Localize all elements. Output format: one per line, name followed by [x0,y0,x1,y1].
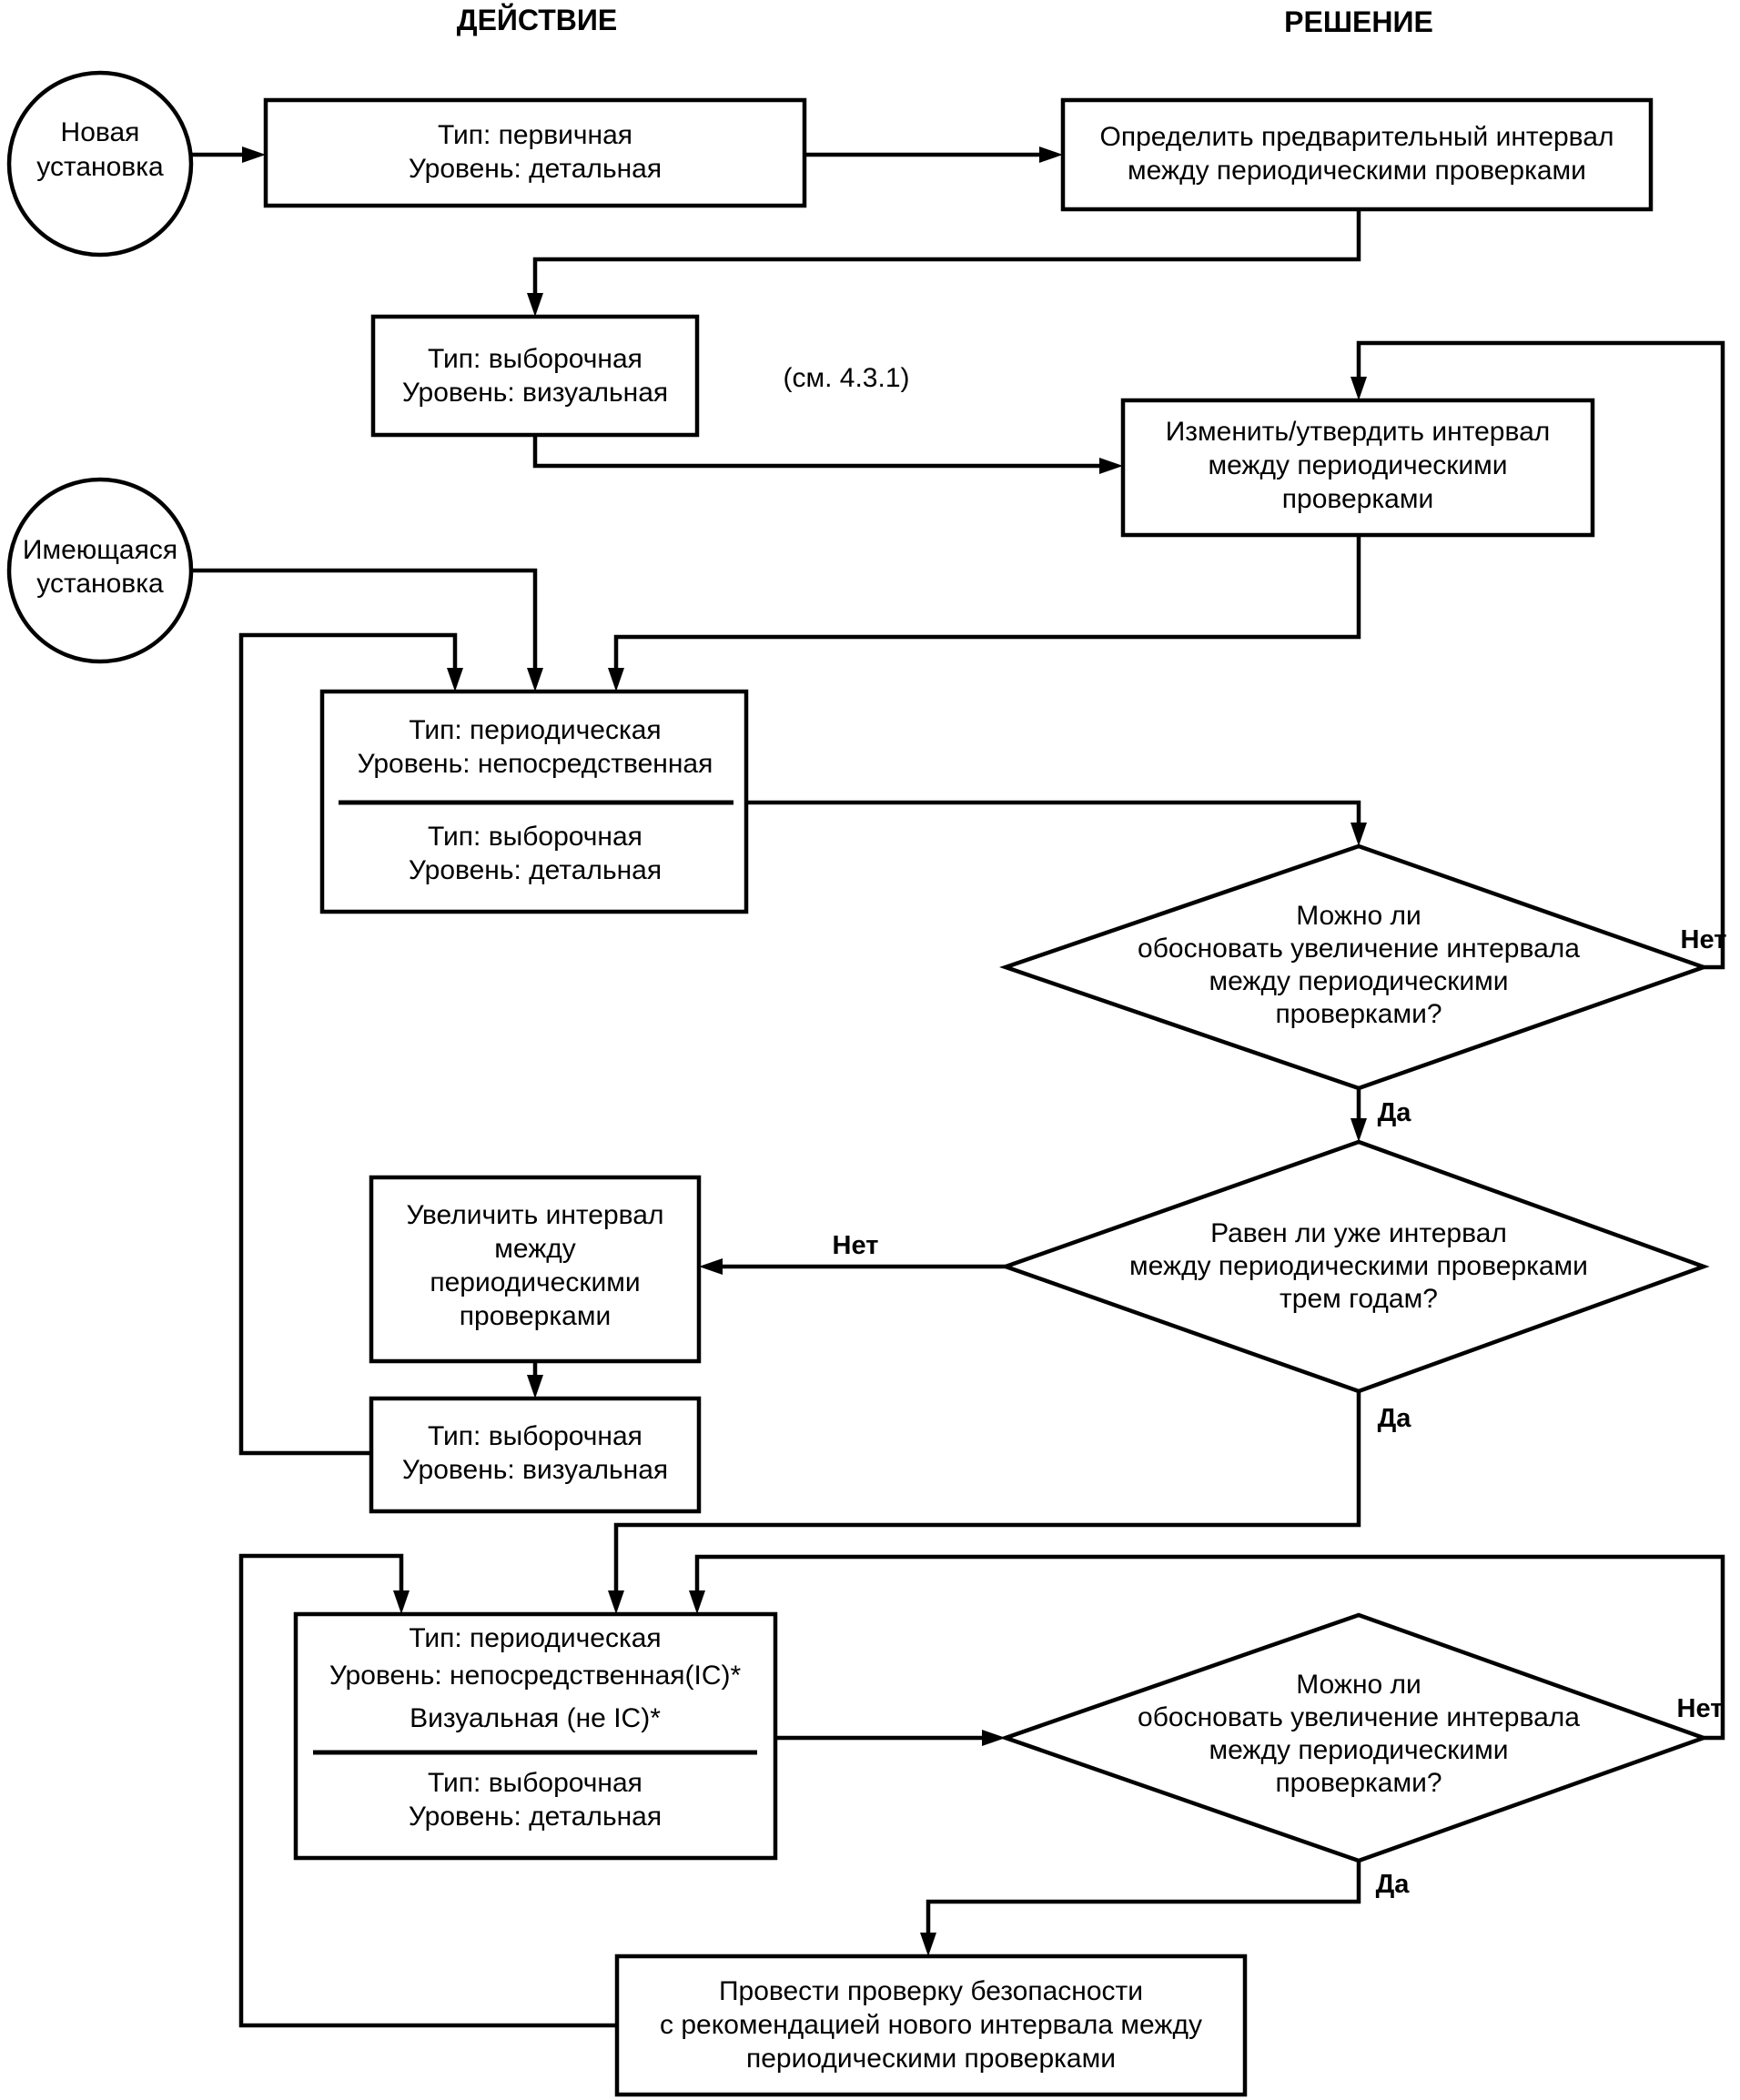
box-safety-line-1: Провести проверку безопасности [719,1976,1143,2006]
box-change-line-3: проверками [1282,484,1433,514]
header-decision: РЕШЕНИЕ [1284,5,1433,38]
arrowhead-sampling-2-to-periodic [447,668,463,692]
box-determine-line-2: между периодическими проверками [1128,156,1586,186]
arrowhead-decision-3-no [689,1590,705,1614]
arrowhead-change-to-periodic [608,668,624,692]
connector-periodic-to-decision-1 [746,800,1361,826]
arrowhead-decision-3-yes [920,1933,936,1956]
box-determine-preliminary-interval: Определить предварительный интервал межд… [1060,97,1654,212]
decision-3-line-1: Можно ли [1296,1670,1421,1700]
decision-interval-three-years: Равен ли уже интервал между периодически… [999,1139,1710,1394]
box-periodic-2-line-4: Тип: выборочная [428,1768,642,1798]
decision-1-line-4: проверками? [1275,999,1442,1029]
connector-sampling-to-change [532,435,1103,469]
arrowhead-determine-to-sampling [527,293,543,317]
box-change-approve-interval: Изменить/утвердить интервал между период… [1120,398,1595,538]
arrowhead-safety-to-periodic [393,1590,410,1614]
box-periodic-1-line-4: Уровень: детальная [409,855,662,885]
decision-1-no-label: Нет [1681,925,1727,954]
arrowhead-new-to-primary [242,146,266,163]
decision-2-no-label: Нет [833,1231,879,1260]
box-increase-line-3: периодическими [430,1267,640,1297]
decision-1-yes-label: Да [1378,1098,1412,1127]
connector-decision-2-yes [613,1391,1361,1594]
start-new-line-1: Новая [61,117,140,147]
arrowhead-increase-to-sampling [527,1375,543,1398]
connector-decision-1-no [1356,340,1725,970]
box-primary-line-2: Уровень: детальная [409,154,662,184]
box-periodic-direct-1: Тип: периодическая Уровень: непосредстве… [319,689,749,914]
box-periodic-2-line-1: Тип: периодическая [409,1623,661,1653]
connector-existing-to-periodic [191,568,538,671]
decision-3-line-2: обосновать увеличение интервала [1138,1702,1580,1732]
connector-sampling-2-to-periodic [238,632,458,1456]
box-primary-inspection: Тип: первичная Уровень: детальная [263,97,807,208]
start-existing-line-2: установка [36,569,164,599]
box-sampling-visual-1-line-1: Тип: выборочная [428,344,642,374]
box-periodic-direct-2: Тип: периодическая Уровень: непосредстве… [293,1611,778,1861]
arrowhead-primary-to-determine [1039,146,1063,163]
decision-3-line-3: между периодическими [1209,1735,1508,1765]
start-existing-line-1: Имеющаяся [23,535,177,565]
arrowhead-decision-1-no [1351,377,1367,400]
reference-note: (см. 4.3.1) [784,363,910,393]
connector-change-to-periodic [613,535,1361,671]
box-primary-line-1: Тип: первичная [438,120,632,150]
connector-decision-3-yes [926,1861,1361,1936]
decision-3-yes-label: Да [1376,1870,1411,1899]
box-safety-line-2: с рекомендацией нового интервала между [660,2010,1202,2040]
start-new-installation: Новая установка [6,70,194,257]
connector-determine-to-sampling [532,209,1361,297]
box-sampling-visual-1-line-2: Уровень: визуальная [402,378,668,408]
connector-safety-to-periodic [238,1553,617,2028]
box-periodic-1-line-1: Тип: периодическая [409,715,661,745]
box-increase-line-4: проверками [460,1301,611,1331]
box-periodic-2-line-2: Уровень: непосредственная(IC)* [329,1661,742,1691]
box-periodic-1-line-3: Тип: выборочная [428,822,642,852]
decision-2-line-3: трем годам? [1280,1284,1438,1314]
decision-justify-increase-2: Можно ли обосновать увеличение интервала… [999,1612,1710,1863]
decision-1-line-1: Можно ли [1296,901,1421,931]
box-periodic-2-line-3: Визуальная (не IC)* [410,1703,661,1733]
decision-justify-increase-1: Можно ли обосновать увеличение интервала… [999,843,1710,1091]
arrowhead-periodic-2-to-decision-3 [982,1730,1006,1746]
decision-3-no-label: Нет [1677,1694,1724,1723]
arrowhead-decision-2-yes [608,1590,624,1614]
box-sampling-visual-2: Тип: выборочная Уровень: визуальная [369,1396,702,1514]
decision-1-line-3: между периодическими [1209,966,1508,996]
box-change-line-1: Изменить/утвердить интервал [1166,417,1551,447]
decision-2-line-2: между периодическими проверками [1129,1251,1588,1281]
box-sampling-visual-1: Тип: выборочная Уровень: визуальная [370,314,700,438]
box-increase-line-1: Увеличить интервал [407,1200,664,1230]
box-periodic-2-line-5: Уровень: детальная [409,1802,662,1832]
box-determine-line-1: Определить предварительный интервал [1100,122,1614,152]
start-new-line-2: установка [36,152,164,182]
box-sampling-visual-2-line-2: Уровень: визуальная [402,1455,668,1485]
box-safety-line-3: периодическими проверками [746,2044,1116,2074]
connector-decision-3-no [694,1554,1725,1741]
box-sampling-visual-2-line-1: Тип: выборочная [428,1421,642,1451]
box-increase-interval: Увеличить интервал между периодическими … [369,1175,702,1364]
box-change-line-2: между периодическими [1208,450,1507,480]
box-increase-line-2: между [494,1234,576,1264]
start-existing-installation: Имеющаяся установка [6,477,194,664]
decision-2-yes-label: Да [1378,1404,1412,1433]
box-periodic-1-line-2: Уровень: непосредственная [358,749,713,779]
decision-3-line-4: проверками? [1275,1768,1442,1798]
box-safety-review: Провести проверку безопасности с рекомен… [614,1954,1248,2097]
arrowhead-periodic-to-decision-1 [1351,823,1367,846]
decision-2-line-1: Равен ли уже интервал [1210,1218,1507,1248]
header-action: ДЕЙСТВИЕ [457,4,617,36]
arrowhead-decision-1-yes [1351,1118,1367,1142]
decision-1-line-2: обосновать увеличение интервала [1138,934,1580,964]
arrowhead-sampling-to-change [1099,458,1123,474]
arrowhead-existing-to-periodic [527,668,543,692]
arrowhead-decision-2-no [699,1258,723,1275]
